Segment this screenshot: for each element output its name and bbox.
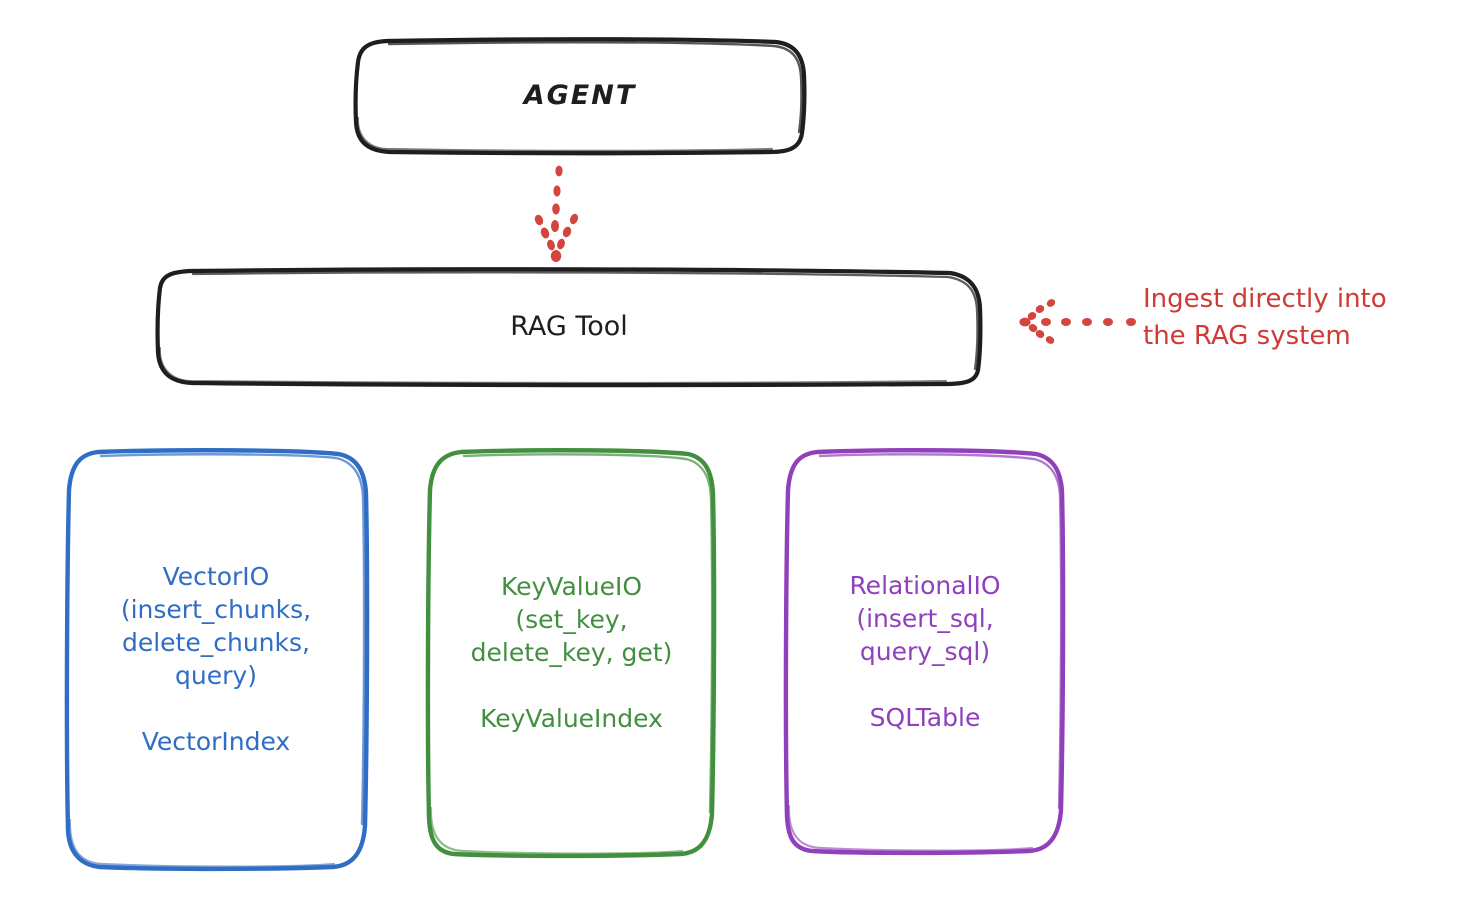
ingest-to-rag-connector [1019,299,1136,344]
vector-io-box[interactable] [64,448,370,872]
rag-tool-box[interactable] [155,267,983,388]
agent-box[interactable] [353,37,807,156]
relational-io-box[interactable] [783,448,1066,856]
key-value-io-box[interactable] [425,448,717,859]
agent-to-rag-connector [534,165,579,262]
